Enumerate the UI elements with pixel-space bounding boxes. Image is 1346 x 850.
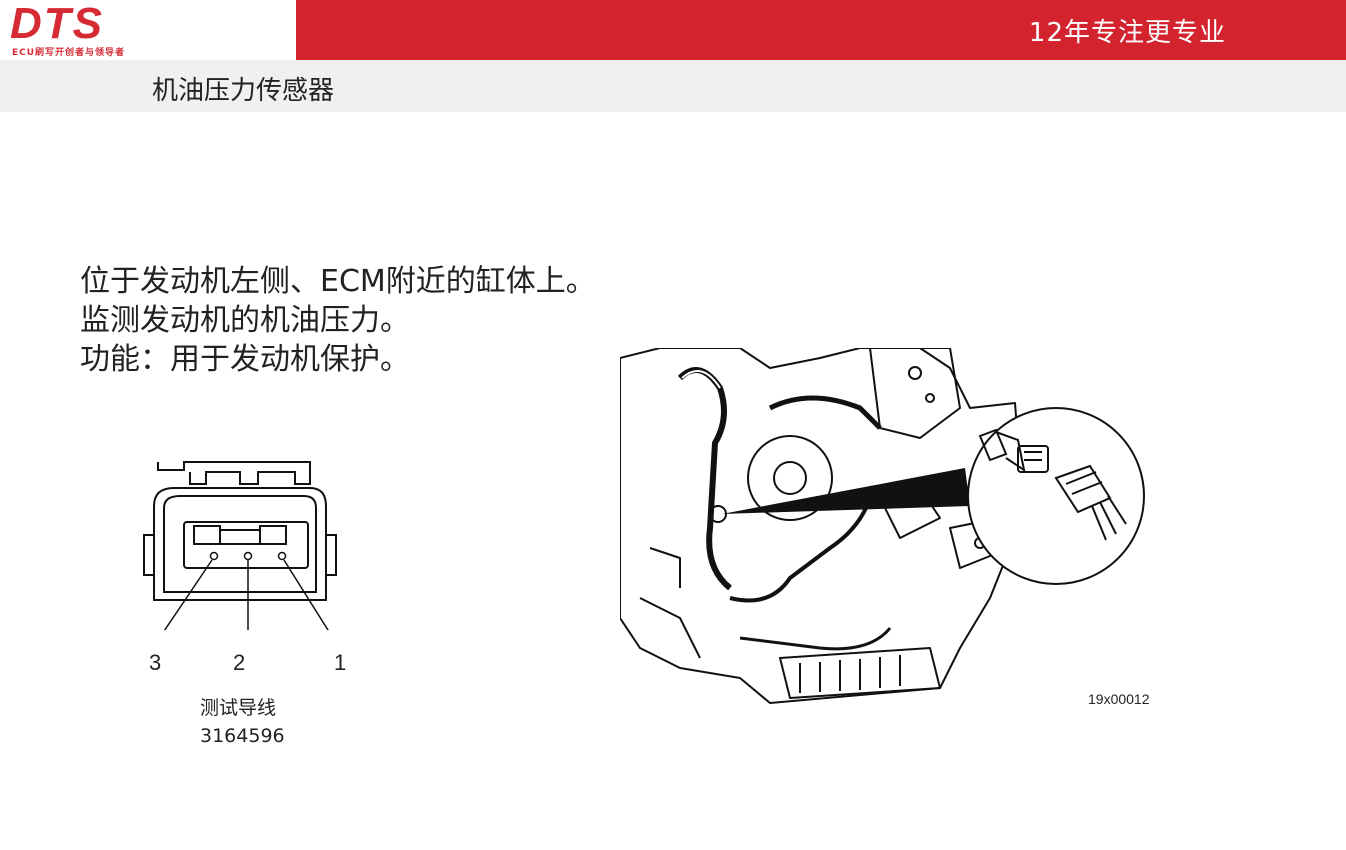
description-line-location: 位于发动机左侧、ECM附近的缸体上。	[80, 264, 596, 299]
sensor-detail	[978, 428, 1127, 541]
logo-tagline: ECU刷写开创者与领导者	[12, 48, 126, 58]
pin-1-hole	[277, 551, 287, 561]
description-line-function: 功能：用于发动机保护。	[80, 342, 410, 377]
engine-illustration	[620, 348, 1145, 704]
caption-part-number: 3164596	[200, 725, 285, 747]
connector-caption: 测试导线 3164596	[200, 694, 285, 750]
header: DTS ECU刷写开创者与领导者 12年专注更专业	[0, 0, 1346, 60]
connector-diagram	[143, 461, 337, 630]
figure-id: 19x00012	[1088, 691, 1150, 707]
pin-label-2: 2	[233, 650, 246, 675]
pin-3-hole	[209, 551, 219, 561]
page-title: 机油压力传感器	[152, 76, 335, 106]
header-banner: 12年专注更专业	[296, 0, 1346, 60]
pin-label-1: 1	[334, 650, 347, 675]
description: 位于发动机左侧、ECM附近的缸体上。 监测发动机的机油压力。 功能：用于发动机保…	[80, 262, 596, 379]
pin-2-hole	[243, 551, 253, 561]
logo: DTS ECU刷写开创者与领导者	[0, 0, 296, 60]
pin-label-3: 3	[149, 650, 162, 675]
caption-name: 测试导线	[200, 697, 277, 719]
description-line-monitor: 监测发动机的机油压力。	[80, 303, 410, 338]
title-bar: 机油压力传感器	[0, 60, 1346, 112]
logo-text: DTS	[10, 0, 104, 48]
slogan: 12年专注更专业	[1028, 18, 1226, 48]
